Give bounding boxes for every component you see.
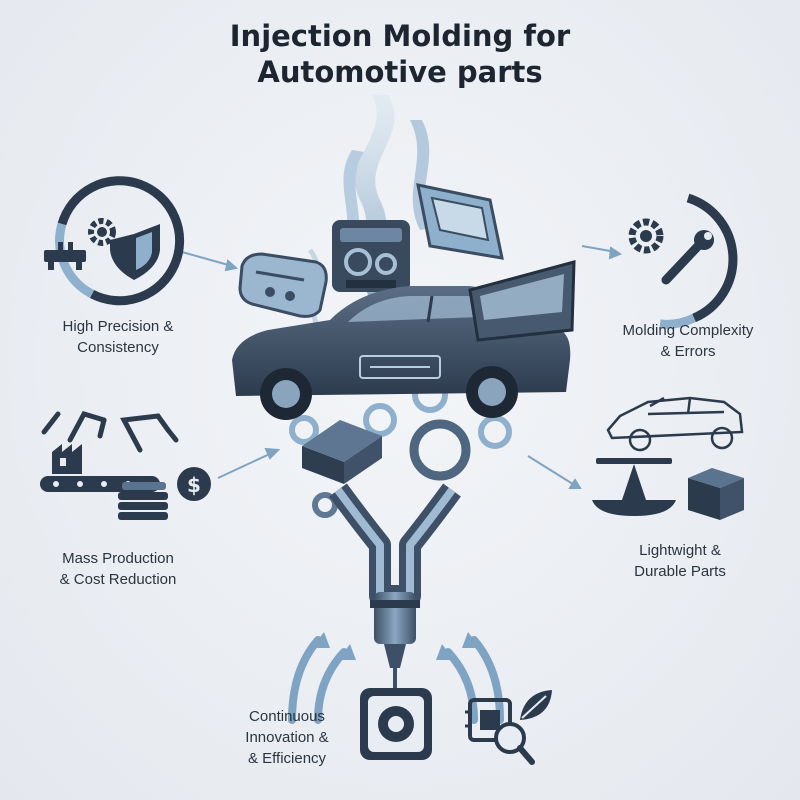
mold-chip-icon [360,688,432,760]
headlight-part [238,252,328,318]
block-icon [688,468,744,520]
mass-production-label: Mass Production & Cost Reduction [28,548,208,590]
flow-arrow-heads [312,632,480,660]
innovation-label-line-1: Continuous [249,708,325,725]
engine-part [332,220,410,292]
stacked-sheets-icon [118,482,168,520]
page-title: Injection Molding for Automotive parts [0,18,800,90]
factory-icon [52,444,82,474]
molded-block-part [302,420,382,484]
injection-pipe [329,483,461,712]
mass-production-label-line-2: & Cost Reduction [59,571,177,588]
dollar-icon: $ [177,467,211,501]
precision-icon-group [44,176,185,306]
shield-icon [110,224,160,280]
connector-arrows [181,245,623,489]
lightweight-icon-group [592,396,744,520]
innovation-label-line-3: & Efficiency [247,750,327,767]
door-panel-part [416,183,504,260]
car-illustration [232,260,576,420]
complexity-label: Molding Complexity & Errors [590,320,786,362]
wrench-icon [661,230,714,285]
mass-production-label-line-1: Mass Production [62,550,174,567]
innovation-label-line-2: Innovation & [245,729,329,746]
svg-text:$: $ [187,473,201,497]
microchip-magnifier-icon [465,698,535,765]
complexity-label-line-2: & Errors [660,343,716,360]
lightweight-label-line-2: Durable Parts [634,563,726,580]
lightweight-label-line-1: Lightwight & [639,542,721,559]
complexity-label-line-1: Molding Complexity [622,322,754,339]
title-line-2: Automotive parts [257,55,543,89]
lightweight-label: Lightwight & Durable Parts [590,540,770,582]
precision-label: High Precision & Consistency [28,316,208,358]
circuit-board-icon [44,242,86,270]
car-outline-icon [606,396,744,452]
leaf-icon [520,690,552,720]
gear-icon [628,218,664,254]
precision-label-line-2: Consistency [77,339,159,356]
complexity-icon-group [628,193,738,329]
mass-production-icon-group: $ [40,411,211,520]
balance-scale-icon [592,458,676,516]
innovation-label: Continuous Innovation & & Efficiency [212,706,362,769]
robot-arm-icon [41,411,179,453]
title-line-1: Injection Molding for [229,19,571,53]
gear-icon [88,218,116,246]
precision-label-line-1: High Precision & [62,318,174,335]
